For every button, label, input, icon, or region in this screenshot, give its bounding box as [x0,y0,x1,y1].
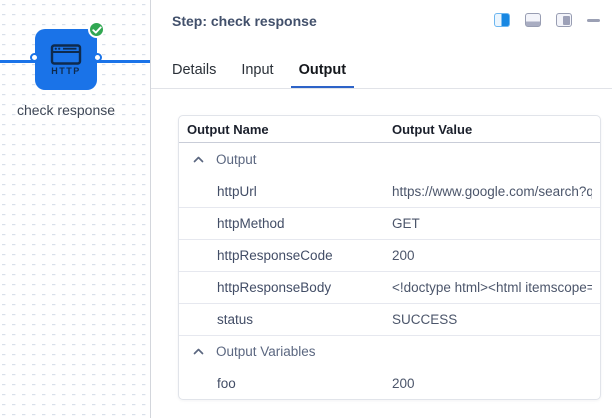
row-value: SUCCESS [392,312,458,327]
split-view-bottom-icon[interactable] [525,13,541,27]
node-label: check response [16,102,116,118]
table-row: httpMethod GET [179,207,600,239]
tab-input[interactable]: Input [241,62,274,78]
row-value: 200 [392,375,415,391]
split-view-right-icon[interactable] [556,13,572,27]
table-row: foo 200 [179,367,600,399]
group-label: Output Variables [216,344,316,359]
row-name: httpResponseBody [217,280,332,295]
output-port[interactable] [93,53,102,62]
row-value: https://www.google.com/search?q= [392,183,592,199]
row-name: status [217,312,254,327]
connector-line-out [95,60,150,63]
column-header-output-name: Output Name [187,121,269,137]
split-view-left-icon[interactable] [494,13,510,27]
node-check-response[interactable]: HTTP [30,21,105,90]
table-row: httpResponseCode 200 [179,239,600,271]
row-name: httpResponseCode [217,248,333,263]
row-value: 200 [392,248,415,263]
success-badge-icon [88,21,105,38]
step-details-panel: Step: check response Details Input Outpu… [151,0,612,418]
column-header-output-value: Output Value [392,121,473,137]
panel-title: Step: check response [172,13,317,29]
panel-divider [150,0,151,418]
table-group-row[interactable]: Output Variables [179,335,600,367]
table-row: httpResponseBody <!doctype html><html it… [179,271,600,303]
tab-output[interactable]: Output [290,62,355,89]
row-name: httpUrl [217,183,257,199]
input-port[interactable] [30,53,39,62]
row-value: GET [392,216,420,231]
chevron-up-icon[interactable] [193,348,204,355]
output-table-body: Output httpUrl https://www.google.com/se… [179,143,600,399]
tab-bar-rule [151,88,612,89]
table-row: status SUCCESS [179,303,600,335]
node-type-label: HTTP [51,65,81,76]
output-table: Output Name Output Value Output httpUrl … [178,115,601,400]
chevron-up-icon[interactable] [193,156,204,163]
workflow-canvas[interactable]: HTTP check response [0,0,150,418]
connector-line-in [0,60,37,63]
table-row: httpUrl https://www.google.com/search?q= [179,175,600,207]
row-name: foo [217,375,236,391]
panel-layout-controls [494,12,600,28]
table-group-row[interactable]: Output [179,143,600,175]
minimize-icon[interactable] [587,18,600,22]
tab-details[interactable]: Details [172,62,217,78]
output-table-header: Output Name Output Value [179,116,600,143]
tab-bar: Details Input Output [164,60,612,89]
row-value: <!doctype html><html itemscope=" [392,280,592,295]
row-name: httpMethod [217,216,285,231]
http-browser-icon [50,43,82,65]
group-label: Output [216,151,257,167]
